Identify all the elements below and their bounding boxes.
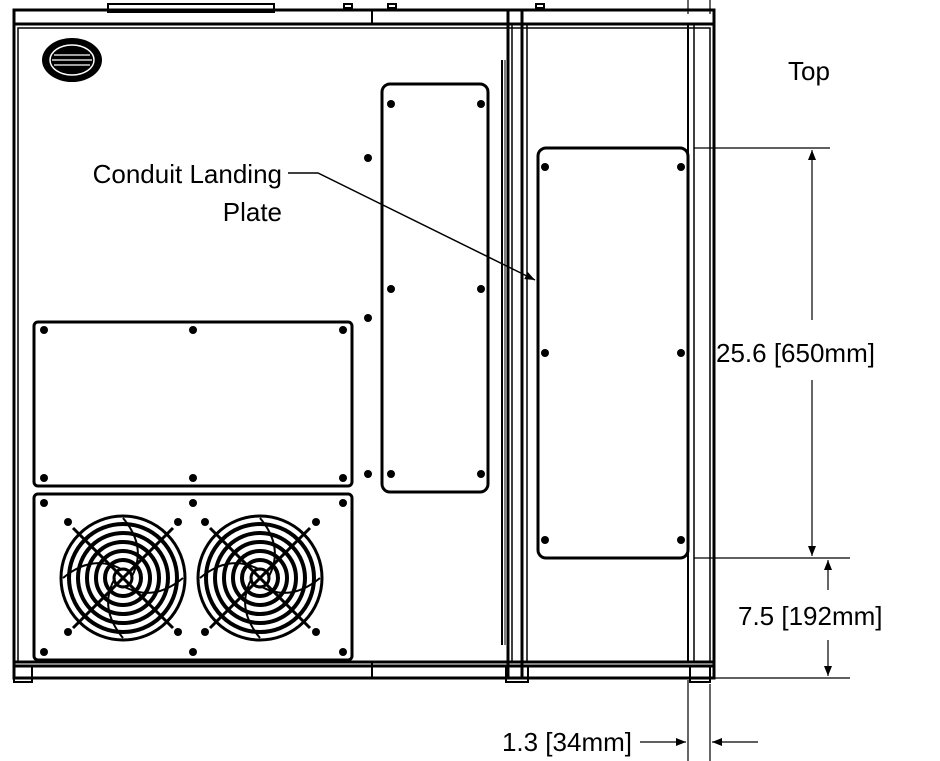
vent-grille-icon [42,38,102,82]
offset-dimension-label: 7.5 [192mm] [738,601,883,631]
fan-panel [32,492,354,662]
access-panel [32,320,354,488]
cabinet-outline [12,3,716,683]
view-label: Top [788,56,830,86]
callout-label-line2: Plate [223,197,282,227]
loose-screws [364,154,372,478]
callout-leader [288,172,536,281]
conduit-landing-plate [536,146,690,560]
height-dimension-label: 25.6 [650mm] [716,338,875,368]
fan-icon [59,514,187,642]
tall-cover-plate [380,82,490,494]
width-dimension-label: 1.3 [34mm] [502,727,632,757]
callout-label-line1: Conduit Landing [93,159,282,189]
dimension-lines [640,0,850,761]
fan-icon [196,514,324,642]
